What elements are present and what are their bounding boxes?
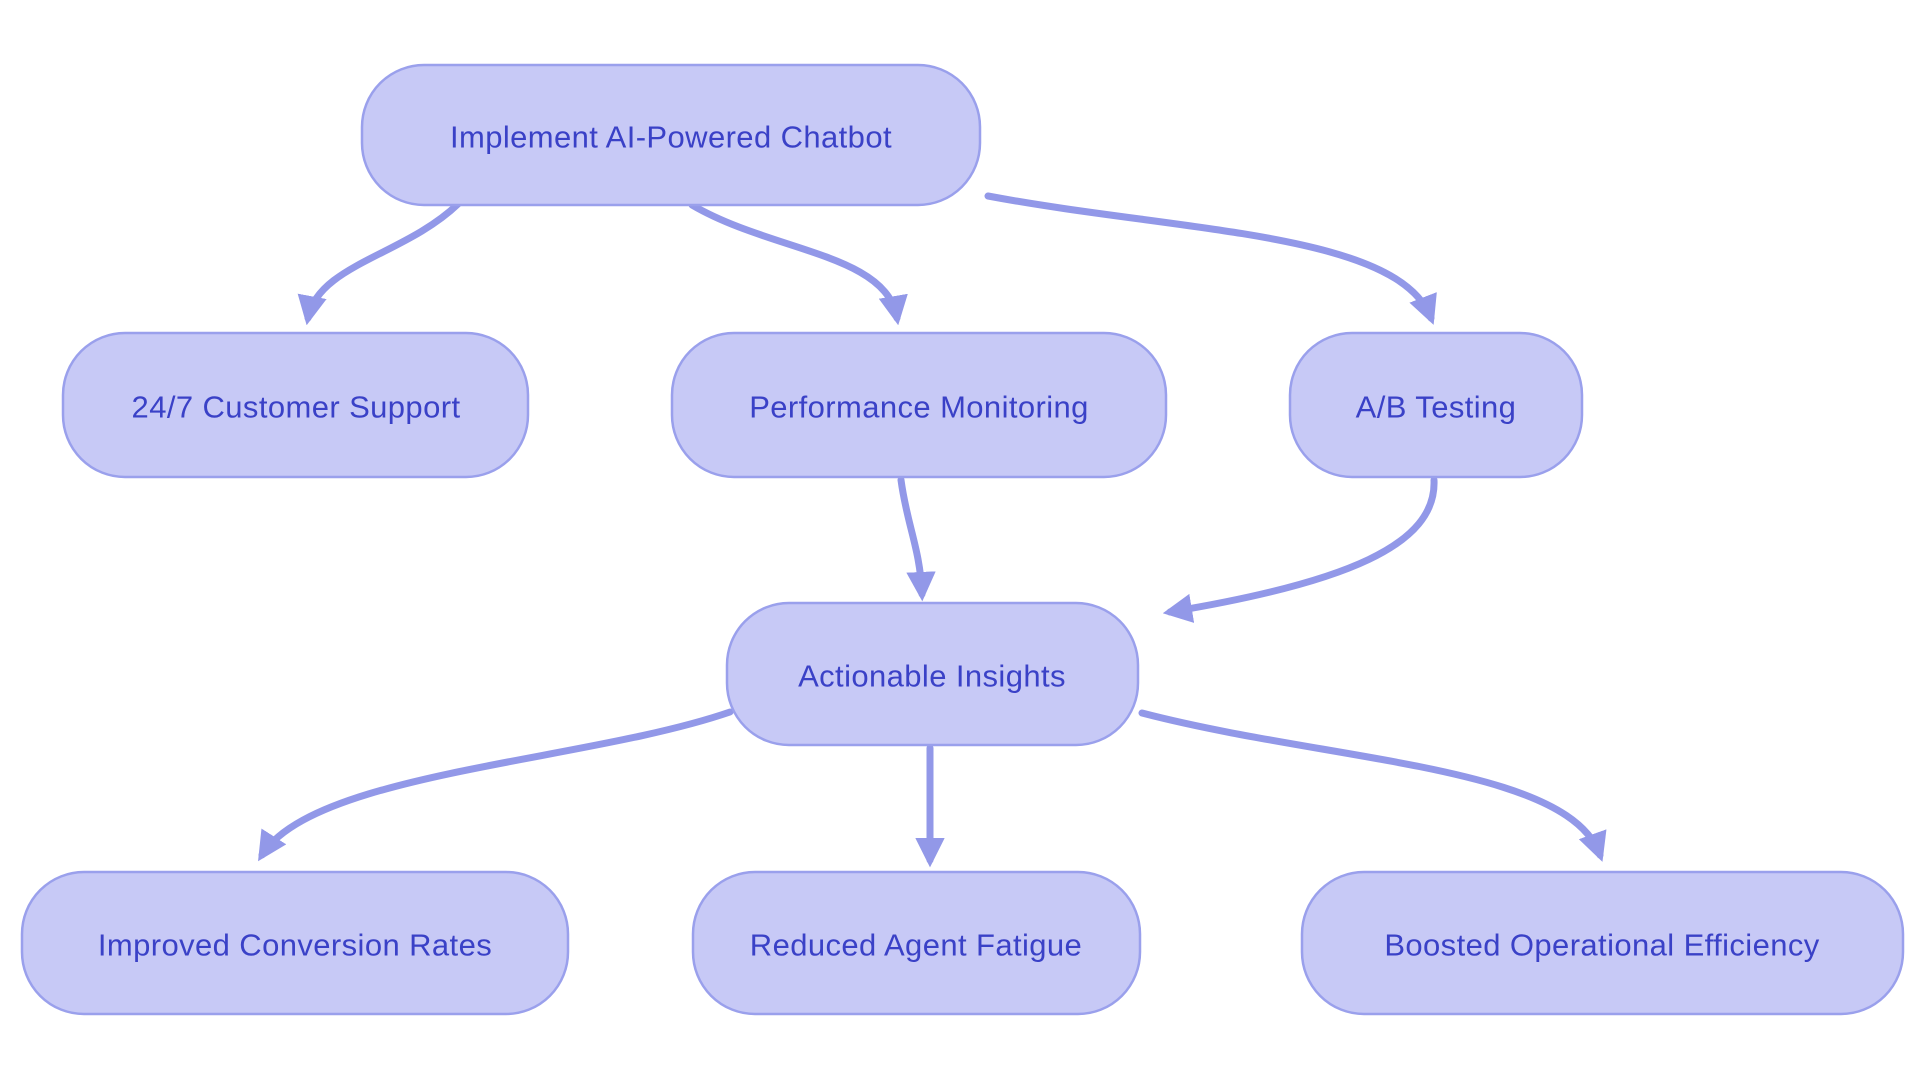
edge-chatbot-to-ab-testing [984, 192, 1437, 325]
edge-chatbot-to-customer-support [297, 200, 462, 326]
node-boosted-operational-efficiency: Boosted Operational Efficiency [1300, 870, 1905, 1016]
node-performance-monitoring-shape [670, 331, 1168, 479]
node-customer-support-shape [61, 331, 530, 479]
node-improved-conversion-rates-shape [20, 870, 570, 1016]
node-reduced-agent-fatigue: Reduced Agent Fatigue [691, 870, 1142, 1016]
node-ab-testing-shape [1288, 331, 1584, 479]
node-ab-testing: A/B Testing [1288, 331, 1584, 479]
node-improved-conversion-rates: Improved Conversion Rates [20, 870, 570, 1016]
edge-chatbot-to-performance-monitoring [688, 201, 908, 326]
node-customer-support: 24/7 Customer Support [61, 331, 530, 479]
node-improved-conversion-rates-label: Improved Conversion Rates [98, 928, 492, 963]
node-actionable-insights: Actionable Insights [725, 601, 1140, 747]
node-performance-monitoring: Performance Monitoring [670, 331, 1168, 479]
node-implement-ai-powered-chatbot: Implement AI-Powered Chatbot [360, 63, 982, 207]
node-actionable-insights-label: Actionable Insights [798, 659, 1066, 694]
node-actionable-insights-shape [725, 601, 1140, 747]
node-reduced-agent-fatigue-label: Reduced Agent Fatigue [750, 928, 1082, 963]
edge-actionable-insights-to-boosted-operational-efficiency [1138, 709, 1607, 862]
node-performance-monitoring-label: Performance Monitoring [749, 390, 1089, 425]
node-boosted-operational-efficiency-shape [1300, 870, 1905, 1016]
edge-performance-monitoring-to-actionable-insights [897, 476, 936, 602]
edge-layer [258, 192, 1607, 868]
node-implement-ai-powered-chatbot-label: Implement AI-Powered Chatbot [450, 120, 892, 155]
node-boosted-operational-efficiency-label: Boosted Operational Efficiency [1384, 928, 1819, 963]
node-reduced-agent-fatigue-shape [691, 870, 1142, 1016]
node-ab-testing-label: A/B Testing [1356, 390, 1517, 425]
node-customer-support-label: 24/7 Customer Support [132, 390, 461, 425]
node-implement-ai-powered-chatbot-shape [360, 63, 982, 207]
edge-ab-testing-to-actionable-insights [1162, 476, 1438, 623]
edge-actionable-insights-to-improved-conversion-rates [258, 708, 734, 862]
